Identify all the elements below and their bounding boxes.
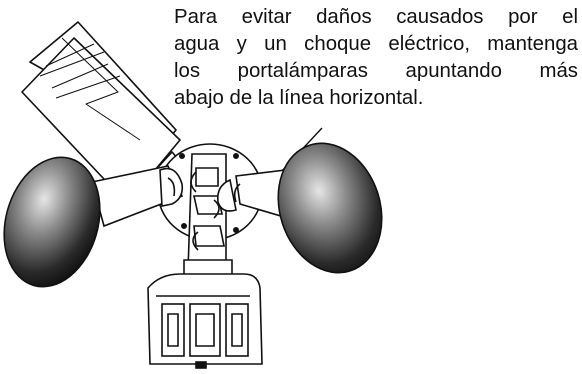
- caption-line: abajo de la línea horizontal.: [174, 87, 424, 109]
- mounting-plate-icon: [157, 143, 263, 271]
- floodlight-bulb-icon: [3, 156, 101, 288]
- caption-line: los portalámparas apuntando más: [174, 60, 578, 82]
- floodlight-bulb-icon: [277, 142, 383, 274]
- caption-line: Para evitar daños causados por el: [174, 6, 578, 28]
- caption-line: agua y un choque eléctrico, mantenga: [174, 33, 578, 55]
- caulk-gun-nozzle-icon: [21, 21, 185, 197]
- warning-caption: Para evitar daños causados por el agua y…: [174, 4, 578, 112]
- motion-sensor-icon: [147, 259, 263, 369]
